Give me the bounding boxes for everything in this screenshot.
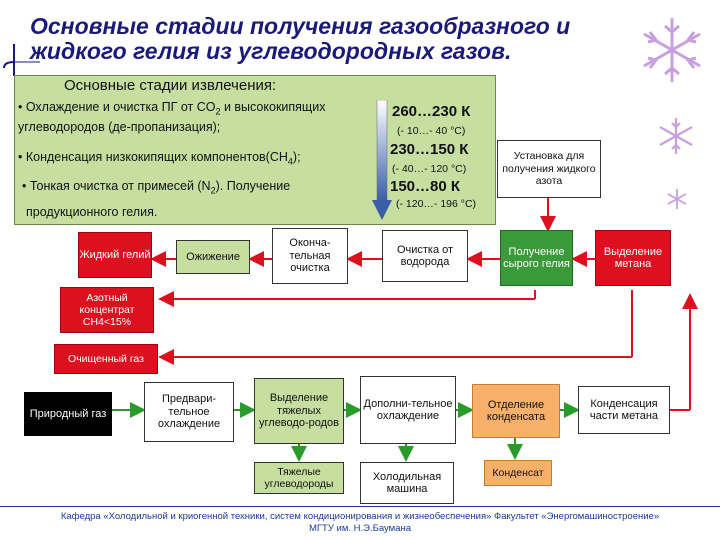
title-line-2: жидкого гелия из углеводородных газов.	[30, 38, 512, 64]
heavy-hydrocarbons-box: Тяжелые углеводороды	[254, 462, 344, 494]
panel-heading: Основные стадии извлечения:	[64, 77, 276, 94]
panel-heading-text: Основные стадии извлечения	[64, 77, 272, 94]
methane-separation-box: Выделение метана	[595, 230, 671, 286]
stage-2-sub: 4	[287, 156, 293, 167]
final-purification-box: Оконча-тельная очистка	[272, 228, 348, 284]
stage-3-part-c: продукционного гелия.	[26, 204, 158, 219]
temperature-1-celsius: (- 10…- 40 °С)	[397, 125, 466, 137]
nitrogen-unit-box: Установка для получения жидкого азота	[497, 140, 601, 198]
stage-3-part-b: ). Получение	[215, 179, 291, 193]
stage-2-part-b: );	[292, 150, 301, 164]
liquid-helium-box: Жидкий гелий	[78, 232, 152, 278]
stage-1-sub: 2	[215, 106, 221, 117]
stage-1-part-b: и высококипящих	[220, 100, 326, 114]
stage-1-text: • Охлаждение и очистка ПГ от CO2 и высок…	[18, 100, 325, 135]
snowflake-icon-medium	[659, 118, 693, 154]
hydrogen-purification-box: Очистка от водорода	[382, 230, 468, 282]
extra-cooling-box: Дополни-тельное охлаждение	[360, 376, 456, 444]
title-line-1: Основные стадии получения газообразного …	[30, 13, 571, 39]
temperature-3: 150…80 К	[390, 178, 461, 195]
raw-helium-box: Получение сырого гелия	[500, 230, 573, 286]
stage-1-part-c: углеводородов (де-пропанизация);	[18, 119, 221, 134]
condensate-box: Конденсат	[484, 460, 552, 486]
natural-gas-box: Природный газ	[24, 392, 112, 436]
liquefaction-box: Ожижение	[176, 240, 250, 274]
snowflake-icon-small	[667, 189, 687, 209]
condensate-separation-box: Отделение конденсата	[472, 384, 560, 438]
footer-line-1: Кафедра «Холодильной и криогенной техник…	[60, 511, 660, 522]
stage-3-sub: 2	[210, 185, 216, 196]
methane-condensation-box: Конденсация части метана	[578, 386, 670, 434]
extraction-stages-panel	[14, 75, 496, 225]
temperature-3-celsius: (- 120…- 196 °С)	[396, 198, 477, 210]
stage-1-part-a: • Охлаждение и очистка ПГ от CO	[18, 100, 216, 114]
temperature-2: 230…150 К	[390, 141, 469, 158]
footer: Кафедра «Холодильной и криогенной техник…	[0, 511, 720, 535]
footer-line-2: МГТУ им. Н.Э.Баумана	[308, 523, 412, 534]
refrigeration-machine-box: Холодильная машина	[360, 462, 454, 504]
temperature-1: 260…230 К	[392, 103, 471, 120]
title-bracket-decoration	[3, 44, 40, 76]
purified-gas-box: Очищенный газ	[54, 344, 158, 374]
nitrogen-concentrate-box: Азотный концентрат CH4<15%	[60, 287, 154, 333]
stage-3-part-a: • Тонкая очистка от примесей (N	[22, 179, 211, 193]
heavy-hydrocarbons-separation-box: Выделение тяжелых углеводо-родов	[254, 378, 344, 444]
page-title: Основные стадии получения газообразного …	[30, 14, 630, 64]
stage-3-text: • Тонкая очистка от примесей (N2). Получ…	[22, 179, 290, 220]
temperature-gradient-arrow	[372, 100, 392, 220]
temperature-2-celsius: (- 40…- 120 °С)	[392, 163, 467, 175]
stage-2-part-a: • Конденсация низкокипящих компонентов(C…	[18, 150, 288, 164]
panel-heading-colon: :	[271, 77, 277, 94]
footer-divider	[0, 506, 720, 507]
snowflake-icon-large	[643, 18, 701, 82]
precooling-box: Предвари-тельное охлаждение	[144, 382, 234, 442]
stage-2-text: • Конденсация низкокипящих компонентов(C…	[18, 150, 301, 170]
